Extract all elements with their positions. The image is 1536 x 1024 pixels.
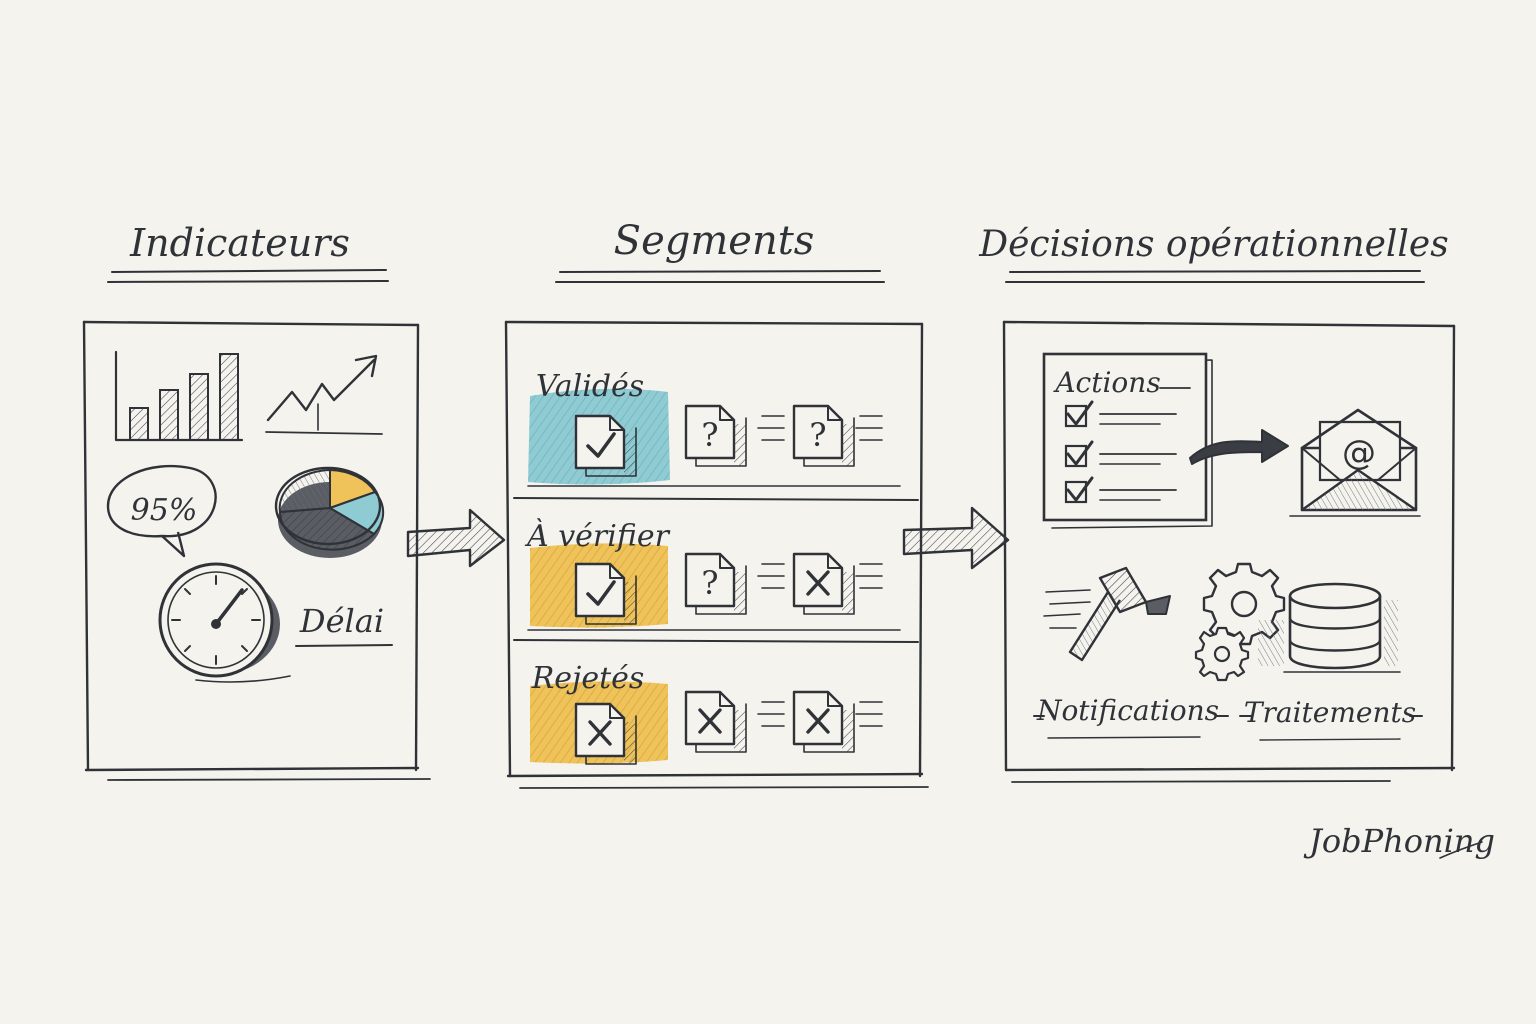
- checklist-item: [1064, 400, 1177, 428]
- document-question-icon: ?: [792, 404, 856, 468]
- document-cross-icon: [792, 552, 856, 616]
- motion-lines: [757, 415, 883, 441]
- database-icon: [1283, 582, 1401, 673]
- actions-label: Actions: [1052, 366, 1160, 399]
- title-underline: [555, 270, 885, 283]
- label-underline: [1047, 736, 1201, 739]
- signature-flourish: [1439, 841, 1483, 859]
- document-cross-icon: [574, 702, 638, 766]
- segment-row-to-verify: À vérifier ?: [524, 518, 901, 631]
- svg-text:@: @: [1342, 433, 1376, 473]
- envelope-at-icon: @: [1289, 408, 1421, 517]
- trend-arrow-icon: [265, 354, 383, 435]
- percent-label: 95%: [131, 493, 198, 528]
- svg-text:?: ?: [809, 416, 826, 454]
- indicators-column: Indicateurs 95: [82, 221, 431, 781]
- delay-label: Délai: [299, 602, 384, 640]
- processing-label: Traitements: [1244, 696, 1416, 729]
- indicators-panel-frame: [82, 320, 431, 781]
- decisions-panel-frame: [1002, 320, 1456, 783]
- segment-row-validated: Validés ? ?: [527, 369, 901, 487]
- clock-icon: [158, 562, 291, 683]
- document-cross-icon: [684, 690, 748, 754]
- segment-row-rejected: Rejetés: [530, 661, 883, 766]
- segments-title: Segments: [614, 218, 815, 264]
- svg-text:?: ?: [701, 564, 718, 602]
- checklist-item: [1064, 440, 1177, 468]
- svg-text:?: ?: [701, 416, 718, 454]
- pie-chart-icon: [274, 466, 385, 558]
- segments-column: Segments Validés ?: [504, 218, 929, 789]
- checklist-icon: Actions: [1042, 352, 1213, 529]
- motion-lines: [757, 563, 883, 589]
- bar-chart-icon: [114, 350, 244, 442]
- segments-panel-frame: [504, 320, 929, 789]
- document-check-icon: [574, 562, 638, 626]
- title-underline: [107, 269, 389, 283]
- curved-arrow-icon: [1189, 429, 1289, 465]
- segment-label: Rejetés: [531, 661, 645, 696]
- flow-arrow-icon: [406, 508, 506, 568]
- motion-lines: [757, 701, 883, 727]
- delay-underline: [295, 644, 393, 647]
- document-check-icon: [574, 414, 638, 478]
- signature: JobPhoning: [1303, 822, 1495, 860]
- speech-bubble-icon: 95%: [106, 464, 217, 558]
- hammer-icon: [1043, 566, 1171, 662]
- checklist-item: [1064, 476, 1177, 504]
- decisions-title: Décisions opérationnelles: [978, 224, 1448, 265]
- title-underline: [1005, 270, 1425, 283]
- segment-label: Validés: [536, 369, 644, 404]
- label-underline: [1259, 738, 1401, 741]
- decisions-column: Décisions opérationnelles Actions: [978, 224, 1456, 783]
- gears-icon: [1194, 562, 1286, 682]
- indicators-title: Indicateurs: [129, 221, 350, 265]
- document-question-icon: ?: [684, 552, 748, 616]
- segment-label: À vérifier: [524, 518, 671, 554]
- document-question-icon: ?: [684, 404, 748, 468]
- notifications-label: Notifications: [1036, 694, 1219, 727]
- document-cross-icon: [792, 690, 856, 754]
- flow-arrow-icon: [902, 506, 1010, 570]
